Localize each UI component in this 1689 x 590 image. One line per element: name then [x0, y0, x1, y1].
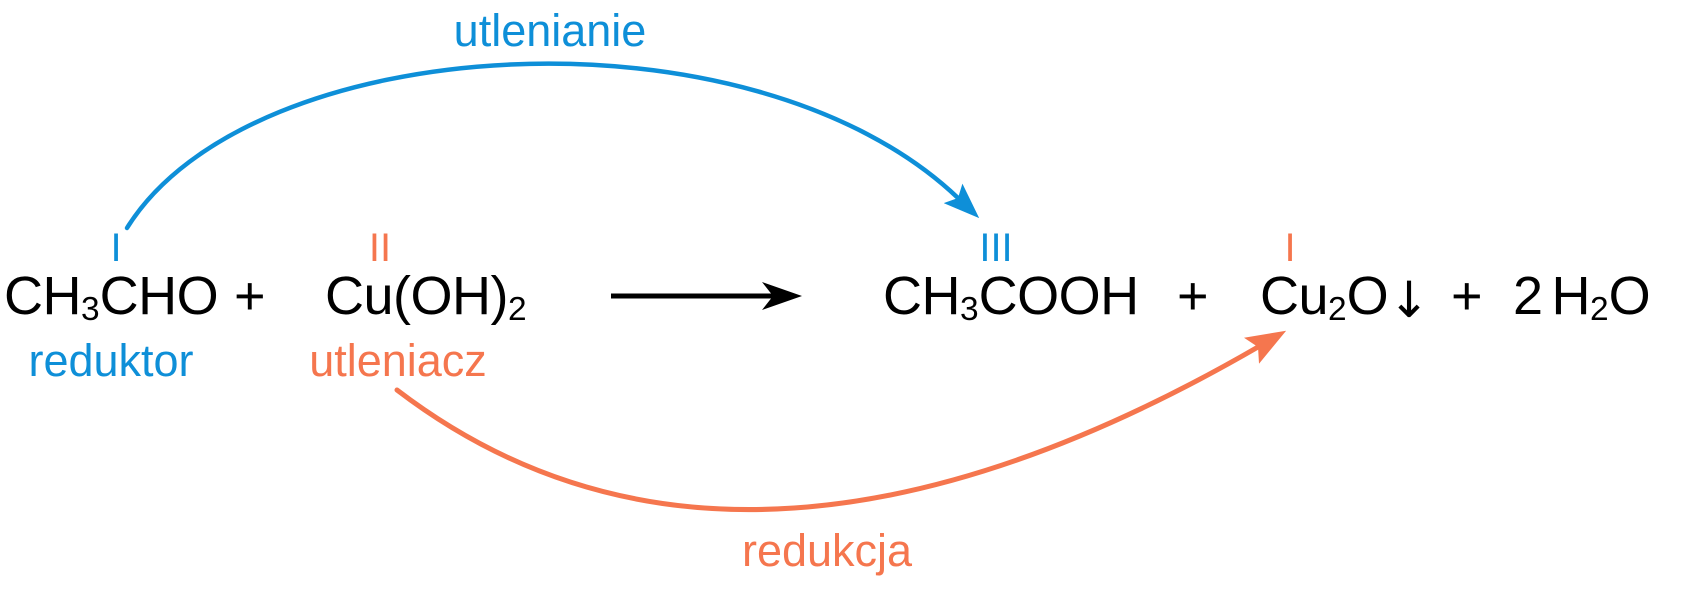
plus-sign-1: +: [234, 266, 266, 326]
reactant-ch3cho: CH3CHO: [4, 266, 219, 329]
oxidation-state-carboxyl-carbon: III: [979, 226, 1013, 270]
oxidation-label: utlenianie: [453, 5, 647, 56]
precipitate-down-arrow: ↓: [1388, 271, 1430, 330]
oxidation-curve-arrow: [124, 61, 980, 231]
reaction-arrowhead-icon: [762, 282, 802, 310]
reaction-arrow: [611, 282, 802, 310]
reduction-label: redukcja: [741, 525, 913, 576]
oxidant-label: utleniacz: [309, 335, 487, 386]
reductant-label: reduktor: [28, 335, 194, 386]
product-cu2o: Cu2O↓: [1260, 266, 1430, 330]
water-coefficient: 2: [1513, 266, 1543, 326]
oxidation-state-copper-hydroxide: II: [368, 226, 392, 270]
reduction-curve-arrow: [394, 330, 1287, 513]
product-ch3cooh: CH3COOH: [883, 266, 1139, 329]
oxidation-state-aldehyde-carbon: I: [110, 226, 122, 270]
oxidation-state-copper-oxide: I: [1284, 226, 1296, 270]
plus-sign-3: +: [1451, 266, 1483, 326]
reactant-cuoh2: Cu(OH)2: [325, 266, 527, 329]
plus-sign-2: +: [1177, 266, 1209, 326]
